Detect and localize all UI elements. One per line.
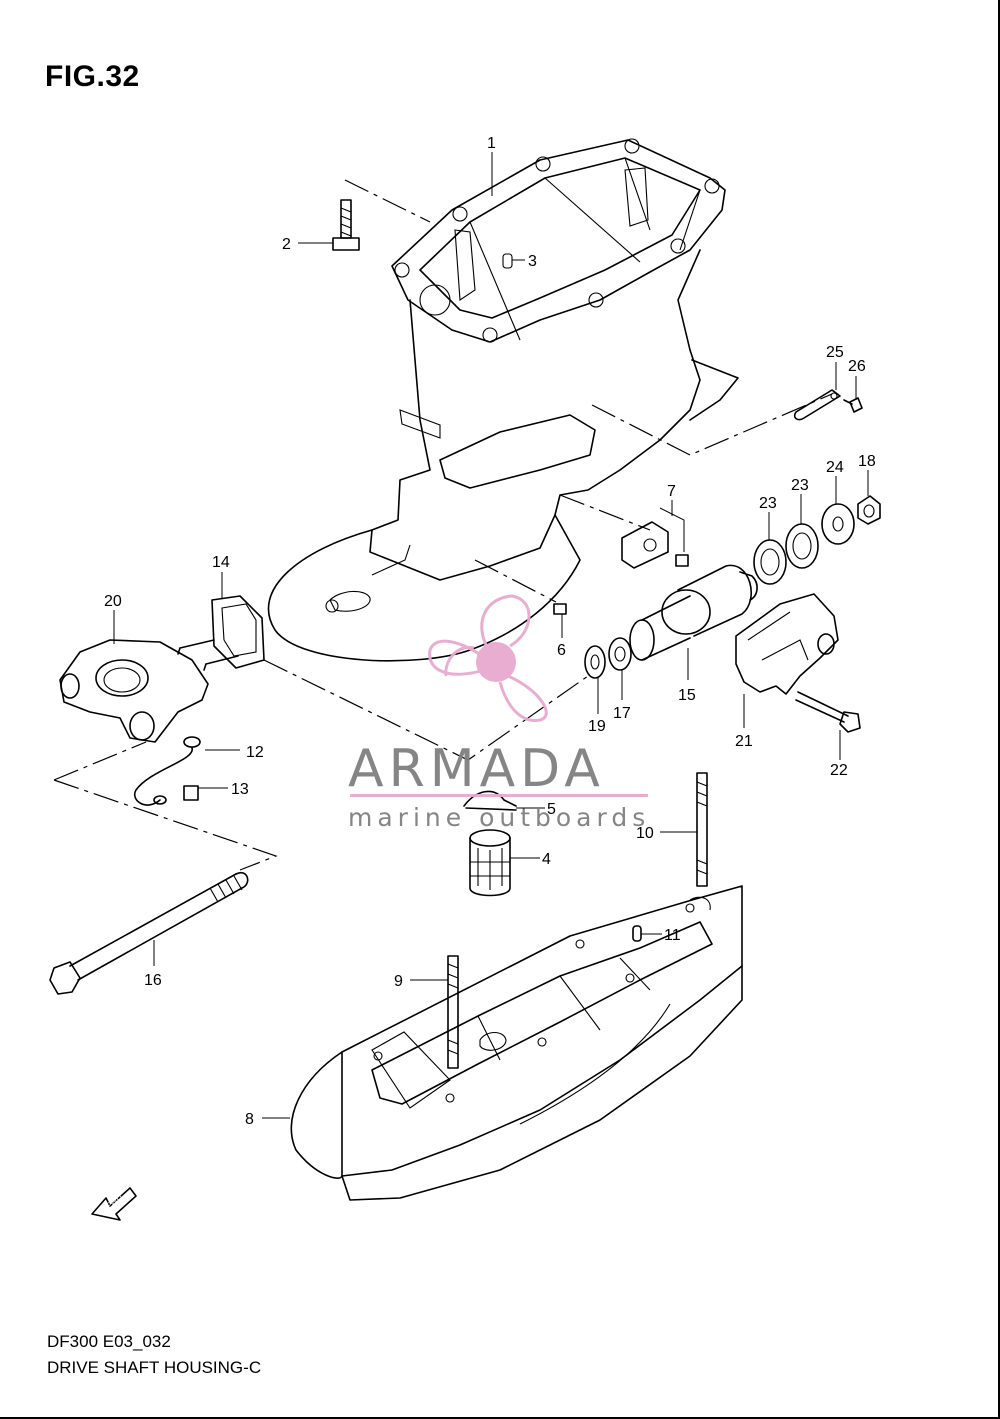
- part-12-ground-wire[interactable]: [133, 736, 201, 806]
- assembly-line: [474, 559, 557, 603]
- callout-12: 12: [246, 744, 264, 761]
- part-6-bolt[interactable]: [553, 603, 567, 615]
- part-5-clip[interactable]: [463, 790, 517, 811]
- callout-11: 11: [664, 927, 681, 944]
- part-19-washer[interactable]: [584, 645, 606, 679]
- callout-10: 10: [636, 825, 654, 842]
- part-24-washer[interactable]: [821, 503, 855, 545]
- callout-16: 16: [144, 972, 162, 989]
- callout-18: 18: [858, 453, 876, 470]
- callout-leaders: [113, 152, 869, 1119]
- part-22-bolt[interactable]: [795, 691, 861, 733]
- part-25-plate[interactable]: [793, 389, 841, 421]
- callout-22: 22: [830, 762, 848, 779]
- part-23-washer-b[interactable]: [785, 523, 819, 569]
- callout-1: 1: [487, 135, 496, 152]
- assembly-line: [591, 393, 833, 456]
- watermark-tagline: marine outboards: [348, 803, 650, 832]
- callout-15: 15: [678, 687, 696, 704]
- propeller-logo-icon: [428, 594, 548, 722]
- callout-17: 17: [613, 705, 631, 722]
- callout-24: 24: [826, 459, 844, 476]
- callout-5: 5: [547, 801, 556, 818]
- callout-6: 6: [557, 642, 566, 659]
- part-20-mount-bracket[interactable]: [59, 639, 209, 743]
- callout-23a: 23: [759, 495, 777, 512]
- callout-7: 7: [667, 483, 676, 500]
- part-7-plate[interactable]: [621, 507, 689, 569]
- callout-8: 8: [245, 1111, 254, 1128]
- part-9-stud[interactable]: [447, 955, 459, 1069]
- callout-21: 21: [735, 733, 753, 750]
- part-11-dowel[interactable]: [632, 925, 642, 942]
- part-8-lower-housing[interactable]: [290, 885, 743, 1201]
- watermark-word: ARMADA: [348, 739, 605, 799]
- assembly-line: [263, 659, 589, 761]
- callout-2: 2: [282, 236, 291, 253]
- part-2-bolt[interactable]: [332, 199, 360, 251]
- assembly-line: [344, 179, 431, 223]
- part-17-washer[interactable]: [608, 637, 632, 671]
- assembly-line: [53, 779, 278, 871]
- part-18-nut[interactable]: [857, 495, 881, 525]
- callout-14: 14: [212, 554, 230, 571]
- callout-23b: 23: [791, 477, 809, 494]
- callout-13: 13: [231, 781, 249, 798]
- figure-title: FIG.32: [45, 60, 140, 93]
- callout-19: 19: [588, 718, 606, 735]
- callout-3: 3: [528, 253, 537, 270]
- part-15-mount-rubber[interactable]: [629, 564, 758, 661]
- part-23-washer-a[interactable]: [753, 539, 787, 585]
- callout-9: 9: [394, 973, 403, 990]
- callout-4: 4: [542, 851, 551, 868]
- part-21-clamp[interactable]: [735, 593, 839, 695]
- figure-name: DRIVE SHAFT HOUSING-C: [47, 1358, 262, 1377]
- part-16-long-bolt[interactable]: [49, 871, 249, 995]
- assembly-line: [53, 741, 147, 781]
- fwd-arrow-icon: FWD: [91, 1187, 137, 1221]
- part-26-bolt[interactable]: [843, 397, 863, 413]
- watermark-rule: [350, 794, 648, 797]
- part-1-drive-shaft-housing[interactable]: [267, 138, 739, 662]
- part-13-screw[interactable]: [183, 785, 199, 801]
- callout-labels: 1 2 3 4 5 6 7 8 9 10 11 12 13 14 15 16 1…: [104, 135, 876, 1128]
- figure-code: DF300 E03_032: [47, 1332, 171, 1351]
- callout-20: 20: [104, 593, 122, 610]
- propeller-hub-icon: [476, 642, 516, 682]
- part-4-bushing[interactable]: [469, 829, 511, 897]
- callout-25: 25: [826, 344, 844, 361]
- assembly-line: [559, 494, 651, 531]
- part-14-grommet[interactable]: [177, 595, 265, 671]
- armada-watermark: ARMADA marine outboards: [348, 594, 650, 832]
- part-10-stud[interactable]: [696, 772, 708, 887]
- callout-26: 26: [848, 358, 866, 375]
